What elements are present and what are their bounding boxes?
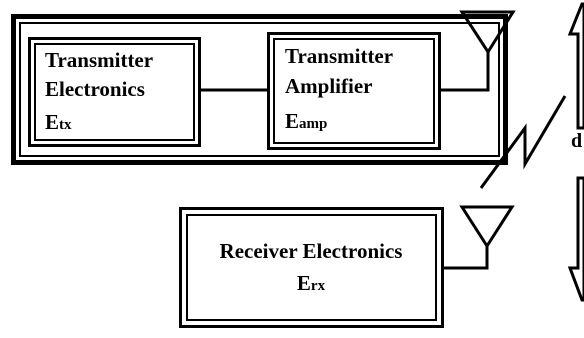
tx-electronics-label-line2: Electronics: [45, 77, 145, 101]
distance-arrow: [567, 2, 584, 302]
rx-electronics-symbol-base: E: [297, 271, 311, 295]
rx-electronics-symbol-sub: rx: [311, 278, 326, 294]
tx-amplifier-symbol-sub: amp: [299, 116, 327, 132]
distance-label: d: [571, 130, 582, 152]
transmitter-amplifier-block: Transmitter Amplifier Eamp: [267, 32, 441, 150]
tx-amplifier-label-line1: Transmitter: [285, 44, 393, 68]
tx-amplifier-label-line2: Amplifier: [285, 74, 372, 98]
rx-electronics-label: Receiver Electronics: [220, 239, 403, 263]
tx-electronics-symbol-base: E: [45, 110, 59, 134]
transmitter-electronics-block: Transmitter Electronics Etx: [28, 37, 201, 147]
tx-amplifier-symbol: Eamp: [285, 109, 327, 133]
tx-amplifier-symbol-base: E: [285, 109, 299, 133]
transmitter-enclosure: [11, 14, 508, 165]
receiver-to-antenna-connector: [442, 246, 489, 270]
transmit-antenna-icon: [459, 10, 516, 55]
receive-antenna-icon: [459, 205, 515, 249]
tx-electronics-symbol-sub: tx: [59, 117, 72, 133]
rx-electronics-symbol: Erx: [297, 271, 326, 295]
receiver-electronics-block: Receiver Electronics Erx: [179, 207, 444, 328]
tx-electronics-symbol: Etx: [45, 110, 72, 134]
tx-electronics-label-line1: Transmitter: [45, 48, 153, 72]
amplifier-to-antenna-connector: [439, 52, 490, 92]
wireless-link-icon: [479, 95, 567, 189]
